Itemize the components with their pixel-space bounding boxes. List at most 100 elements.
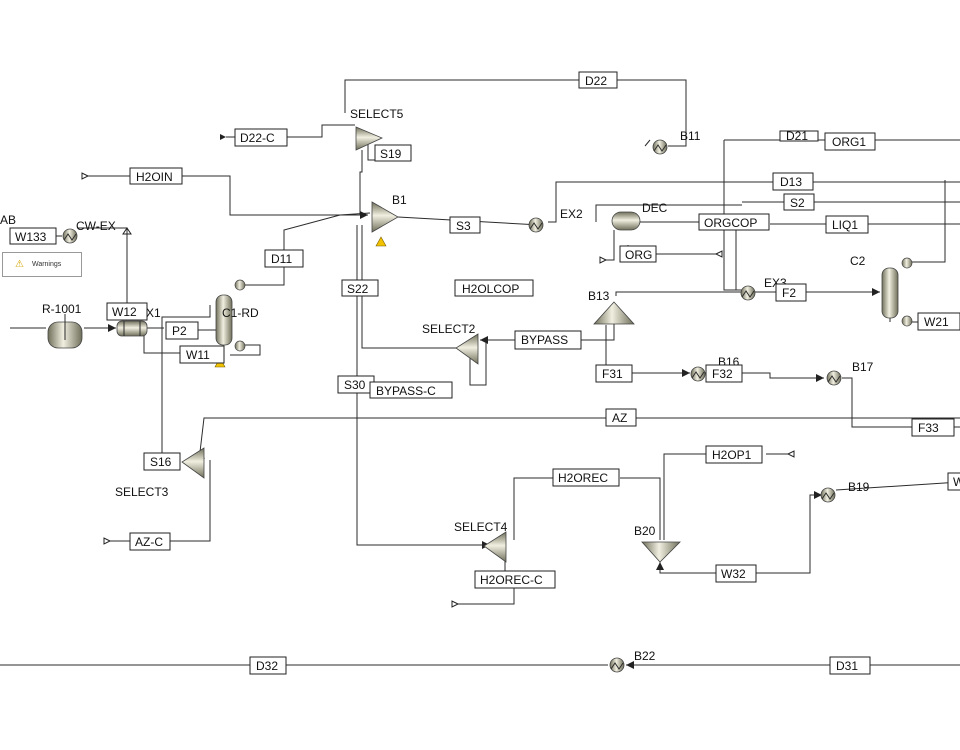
stream-tag-s16[interactable]: S16	[143, 452, 181, 471]
stream-tag-f32[interactable]: F32	[705, 364, 743, 383]
stream-label: W	[953, 475, 960, 489]
warnings-label: Warnings	[31, 261, 62, 268]
stream-tag-h2orec-c[interactable]: H2OREC-C	[474, 570, 556, 589]
ex2-heater-block[interactable]: EX2	[528, 207, 583, 233]
stream-label: D32	[256, 659, 278, 673]
b20-splitter-block[interactable]: B20	[634, 524, 681, 563]
stream-label: W11	[186, 348, 210, 362]
b11-heater-block[interactable]: B11	[652, 129, 701, 155]
c1-rd-label: C1-RD	[222, 306, 259, 320]
stream-tag-f31[interactable]: F31	[595, 364, 633, 383]
stream-tag-w32[interactable]: W32	[715, 564, 757, 583]
stream-tag-s2[interactable]: S2	[783, 193, 815, 211]
select3-label: SELECT3	[115, 485, 169, 499]
b13-splitter-block[interactable]: B13	[588, 289, 635, 325]
warnings-panel[interactable]: ⚠ Warnings	[2, 252, 82, 277]
stream-label: BYPASS	[521, 333, 568, 347]
stream-tag-w21[interactable]: W21	[917, 312, 960, 331]
b19-heater-block[interactable]: B19	[820, 480, 870, 503]
stream-label: S30	[344, 378, 366, 392]
stream-tag-h2olcop[interactable]: H2OLCOP	[454, 279, 534, 297]
stream-tag-s22[interactable]: S22	[341, 279, 379, 297]
stream-tag-az[interactable]: AZ	[605, 408, 637, 427]
ab-label: AB	[0, 213, 16, 227]
stream-tag-orgcop[interactable]: ORGCOP	[698, 213, 770, 231]
stream-label: S16	[150, 455, 172, 469]
r-1001-reactor-block[interactable]: R-1001	[42, 302, 83, 349]
stream-label: D22-C	[240, 131, 275, 145]
stream-tag-d32[interactable]: D32	[249, 656, 287, 675]
dec-decanter-block[interactable]: DEC	[611, 201, 668, 231]
stream-label: AZ	[612, 411, 627, 425]
stream-label: ORGCOP	[704, 216, 757, 230]
stream-lines	[0, 79, 960, 666]
stream-tag-f2[interactable]: F2	[775, 283, 807, 302]
stream-tag-s3[interactable]: S3	[449, 216, 481, 234]
select2-block[interactable]: SELECT2	[422, 322, 479, 365]
c1-rd-column-block[interactable]: C1-RD	[214, 279, 259, 368]
stream-tag-w-edge[interactable]: W	[947, 472, 960, 491]
b17-heater-block[interactable]: B17	[826, 360, 874, 386]
stream-label: W12	[112, 305, 137, 319]
cw-ex-label: CW-EX	[76, 219, 116, 233]
stream-tag-s19[interactable]: S19	[374, 144, 412, 162]
c2-column-block[interactable]: C2	[850, 254, 913, 327]
stream-label: D31	[836, 659, 858, 673]
select3-block[interactable]: SELECT3	[115, 447, 205, 499]
stream-label: S22	[347, 282, 369, 296]
select4-block[interactable]: SELECT4	[454, 520, 508, 563]
stream-tag-w11[interactable]: W11	[179, 345, 225, 364]
stream-tag-bypass[interactable]: BYPASS	[514, 330, 582, 350]
x1-exchanger-block[interactable]: X1	[116, 306, 161, 337]
stream-tag-d31[interactable]: D31	[829, 656, 871, 675]
stream-tag-liq1[interactable]: LIQ1	[825, 215, 869, 234]
r-1001-label: R-1001	[42, 302, 82, 316]
stream-label: D13	[780, 175, 802, 189]
stream-label: W133	[15, 230, 47, 244]
stream-label: BYPASS-C	[376, 384, 436, 398]
cw-ex-heater-block[interactable]: CW-EX AB	[0, 213, 116, 244]
stream-tag-d22-c[interactable]: D22-C	[234, 128, 288, 147]
stream-label: D11	[271, 252, 292, 266]
select5-block[interactable]: SELECT5	[350, 107, 404, 151]
stream-tag-org1[interactable]: ORG1	[824, 132, 876, 151]
stream-tag-s30[interactable]: S30	[337, 375, 375, 394]
stream-tag-org[interactable]: ORG	[619, 245, 657, 263]
stream-tag-f33[interactable]: F33	[911, 418, 955, 437]
stream-tag-d22[interactable]: D22	[578, 71, 618, 89]
stream-tag-bypass-c[interactable]: BYPASS-C	[369, 381, 453, 399]
b13-label: B13	[588, 289, 610, 303]
stream-label: H2OP1	[712, 448, 752, 462]
stream-tag-d11[interactable]: D11	[264, 249, 304, 268]
stream-tag-w133[interactable]: W133	[9, 227, 57, 245]
c2-label: C2	[850, 254, 866, 268]
stream-tag-w12[interactable]: W12	[106, 302, 148, 321]
stream-label: H2OREC	[558, 471, 608, 485]
b22-label: B22	[634, 649, 656, 663]
stream-label: F31	[602, 367, 623, 381]
stream-label: S2	[790, 196, 805, 210]
stream-tag-d21[interactable]: D21	[779, 129, 819, 143]
b1-mixer-block[interactable]: B1	[371, 193, 407, 247]
stream-label: ORG	[625, 248, 652, 262]
stream-tag-d13[interactable]: D13	[772, 172, 814, 191]
b22-heater-block[interactable]: B22	[609, 649, 656, 673]
stream-tag-p2[interactable]: P2	[165, 321, 199, 340]
stream-tag-az-c[interactable]: AZ-C	[129, 532, 171, 551]
stream-tag-h2op1[interactable]: H2OP1	[705, 445, 763, 464]
stream-tag-h2orec[interactable]: H2OREC	[552, 468, 620, 487]
b1-label: B1	[392, 193, 407, 207]
select4-label: SELECT4	[454, 520, 508, 534]
stream-label: W21	[924, 315, 949, 329]
stream-label: P2	[172, 324, 187, 338]
stream-tag-h2oin[interactable]: H2OIN	[129, 167, 183, 185]
dec-label: DEC	[642, 201, 668, 215]
stream-label: S19	[380, 147, 402, 161]
stream-label: D22	[585, 74, 607, 88]
stream-label: H2OLCOP	[462, 282, 519, 296]
stream-label: F33	[918, 421, 939, 435]
stream-label: F2	[782, 286, 796, 300]
stream-label: LIQ1	[832, 218, 858, 232]
stream-label: F32	[712, 367, 733, 381]
